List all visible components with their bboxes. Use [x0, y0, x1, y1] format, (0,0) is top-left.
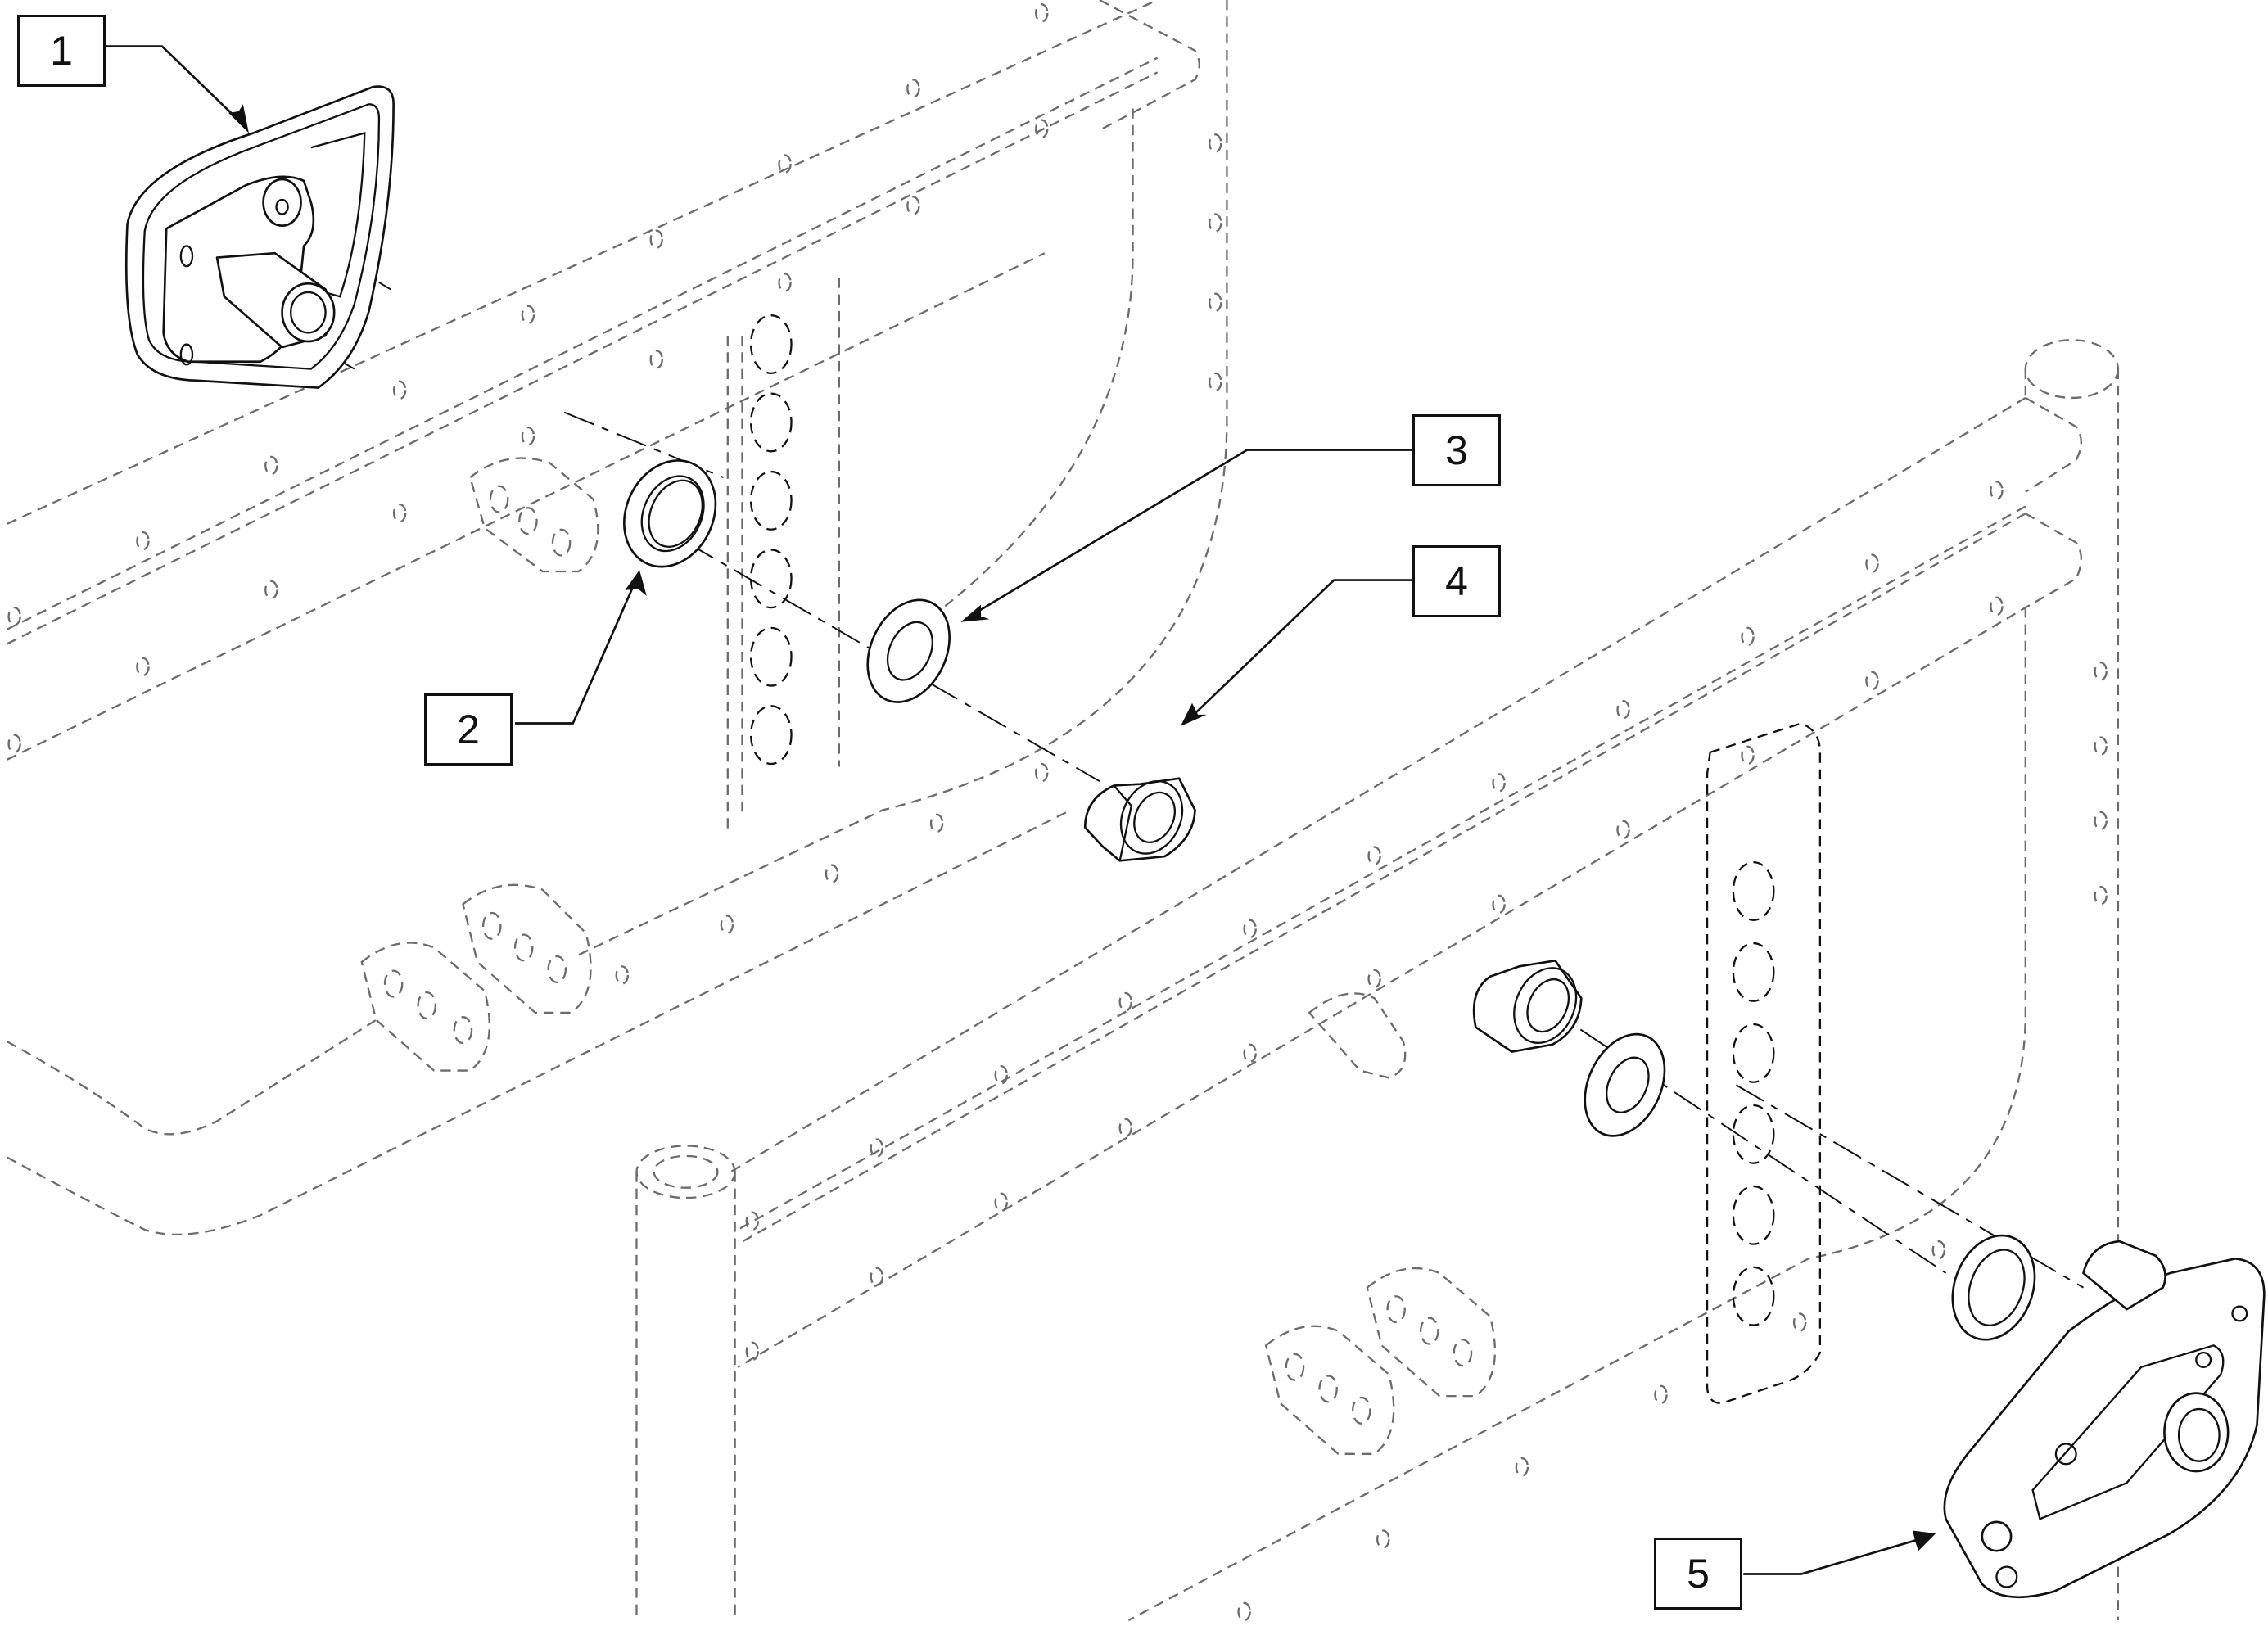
- rivet-mark: [392, 380, 407, 400]
- rivet-mark: [521, 305, 535, 325]
- rivet-mark: [649, 350, 663, 369]
- leader-lines: [104, 45, 1936, 1575]
- flat-washer[interactable]: [852, 586, 965, 715]
- right-frame-rivets: [745, 481, 2108, 1622]
- rivet-mark: [745, 1341, 760, 1362]
- right-frame-adjust-holes: [1732, 860, 1775, 1326]
- assembly-axis-lines: [282, 224, 2084, 1289]
- rivet-mark: [1209, 372, 1222, 392]
- callout-2-label: 2: [457, 707, 480, 752]
- rivet-mark: [1990, 481, 2004, 500]
- rivet-mark: [929, 813, 944, 833]
- rivet-mark: [264, 455, 278, 476]
- rivet-mark: [994, 1192, 1008, 1213]
- rivet-mark: [1492, 894, 1506, 915]
- rivet-mark: [778, 154, 792, 174]
- latch-assembly-left[interactable]: [124, 85, 395, 389]
- rivet-mark: [2094, 736, 2108, 756]
- rivet-mark: [1209, 133, 1222, 153]
- rivet-mark: [745, 1211, 760, 1231]
- latch-assembly-right[interactable]: [1943, 1240, 2266, 1599]
- rivet-mark: [1616, 820, 1630, 840]
- rivet-mark: [1035, 119, 1049, 139]
- rivet-mark: [1616, 699, 1630, 720]
- rivet-mark: [1035, 3, 1049, 23]
- rivet-mark: [870, 1267, 884, 1287]
- rivet-mark: [1741, 626, 1755, 647]
- hex-nut[interactable]: [1083, 771, 1196, 864]
- rivet-mark: [7, 734, 21, 753]
- rivet-mark: [1035, 762, 1049, 783]
- callout-3: 3: [1412, 414, 1501, 486]
- rivet-mark: [1865, 671, 1879, 691]
- rivet-mark: [1237, 1601, 1251, 1622]
- rivet-mark: [2094, 886, 2108, 906]
- rivet-mark: [521, 426, 535, 446]
- rivet-mark: [1654, 1384, 1668, 1405]
- rivet-mark: [1118, 1118, 1132, 1138]
- rivet-mark: [1209, 292, 1222, 313]
- spacer-bushing[interactable]: [608, 445, 733, 582]
- rivet-mark: [1792, 1312, 1807, 1332]
- callout-2: 2: [424, 693, 513, 766]
- rivet-mark: [994, 1065, 1008, 1085]
- rivet-mark: [1243, 919, 1257, 939]
- callout-4-label: 4: [1445, 558, 1468, 604]
- rivet-mark: [1990, 596, 2004, 617]
- left-frame-adjust-holes: [749, 314, 793, 766]
- rivet-mark: [1376, 1529, 1390, 1549]
- flat-washer-right[interactable]: [1570, 1021, 1680, 1149]
- rivet-mark: [1492, 773, 1506, 793]
- left-frame-rivets: [7, 3, 1222, 985]
- rivet-mark: [615, 965, 630, 985]
- callout-5-label: 5: [1687, 1551, 1710, 1597]
- rivet-mark: [1741, 745, 1755, 766]
- rivet-mark: [136, 531, 150, 551]
- rivet-mark: [1209, 213, 1222, 233]
- rivet-mark: [778, 273, 792, 292]
- rivet-mark: [870, 1138, 884, 1158]
- rivet-mark: [1367, 969, 1381, 989]
- rivet-mark: [2094, 811, 2108, 831]
- callout-1: 1: [17, 15, 106, 87]
- rivet-mark: [1118, 991, 1132, 1012]
- rivet-mark: [7, 606, 21, 626]
- hex-nut-right[interactable]: [1472, 958, 1588, 1053]
- rivet-mark: [906, 196, 920, 215]
- rivet-mark: [649, 229, 663, 249]
- rivet-mark: [1515, 1457, 1529, 1477]
- rivet-mark: [825, 864, 839, 884]
- rivet-mark: [136, 657, 150, 677]
- rivet-mark: [1931, 1240, 1945, 1260]
- rivet-mark: [1865, 553, 1879, 573]
- rivet-mark: [264, 580, 278, 600]
- rivet-mark: [1243, 1043, 1257, 1064]
- left-frame-phantom: [7, 0, 1228, 1235]
- rivet-mark: [1367, 846, 1381, 865]
- right-frame-phantom: [635, 339, 2120, 1622]
- rivet-mark: [720, 915, 734, 934]
- callout-3-label: 3: [1445, 427, 1468, 473]
- callout-4: 4: [1412, 545, 1501, 617]
- callout-1-label: 1: [50, 28, 73, 74]
- callout-5: 5: [1654, 1538, 1742, 1610]
- rivet-mark: [2094, 662, 2108, 681]
- rivet-mark: [392, 503, 407, 523]
- spacer-bushing-right[interactable]: [1939, 1224, 2049, 1352]
- rivet-mark: [906, 79, 920, 98]
